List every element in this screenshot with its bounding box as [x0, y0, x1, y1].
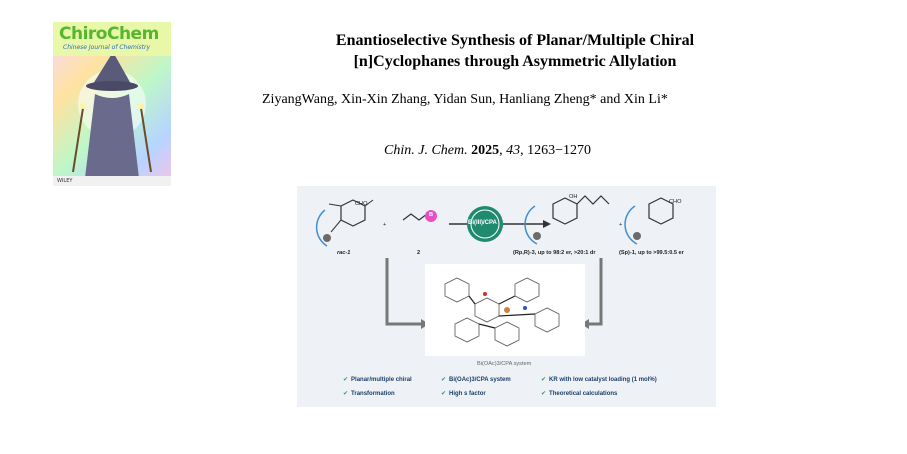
- check-icon: ✔: [541, 377, 547, 383]
- cover-subtitle: Chinese Journal of Chemistry: [63, 44, 151, 51]
- crystal-structure-drawing: [444, 277, 560, 347]
- check-icon: ✔: [441, 391, 447, 397]
- graphical-abstract: CHO rac-1 + B 2 Bi(III)/CPA OH (Rp,R)-3,…: [297, 186, 716, 407]
- plus-sign-2: +: [619, 222, 623, 228]
- paper-title: Enantioselective Synthesis of Planar/Mul…: [250, 30, 780, 72]
- author-list: ZiyangWang, Xin-Xin Zhang, Yidan Sun, Ha…: [262, 92, 668, 107]
- cover-publisher: WILEY: [53, 176, 171, 186]
- bullet-item: ✔Bi(OAc)3/CPA system: [441, 377, 511, 383]
- title-line-2-rest: Cyclophanes through Asymmetric Allylatio…: [373, 53, 677, 70]
- plus-sign-1: +: [383, 222, 387, 228]
- reaction-scheme: [315, 195, 674, 329]
- bullet-item: ✔Transformation: [343, 391, 395, 397]
- check-icon: ✔: [541, 391, 547, 397]
- product2-group: CHO: [669, 199, 682, 205]
- bullet-item: ✔High s factor: [441, 391, 486, 397]
- cover-logo: ChiroChem: [59, 24, 159, 44]
- reactant1-label: rac-1: [337, 250, 351, 256]
- title-line-2: [n]Cyclophanes through Asymmetric Allyla…: [250, 51, 780, 72]
- citation-year: 2025: [471, 143, 500, 158]
- catalyst-label: Bi(III)/CPA: [468, 220, 497, 226]
- product1-label: (Rp,R)-3, up to 98:2 er, >20:1 dr: [513, 250, 596, 256]
- citation-volume: 43: [506, 143, 521, 158]
- reactant1-group: CHO: [355, 201, 368, 207]
- title-n-prefix: [n]: [353, 53, 374, 70]
- product1-group: OH: [569, 194, 578, 200]
- journal-cover-image: ChiroChem Chinese Journal of Chemistry W…: [53, 22, 171, 186]
- cover-header: [53, 22, 171, 56]
- citation-journal: Chin. J. Chem.: [384, 143, 468, 158]
- check-icon: ✔: [343, 377, 349, 383]
- bullet-item: ✔Theoretical calculations: [541, 391, 618, 397]
- bullet-item: ✔Planar/multiple chiral: [343, 377, 412, 383]
- boron-atom: B: [429, 212, 434, 218]
- check-icon: ✔: [343, 391, 349, 397]
- reactant2-label: 2: [417, 250, 421, 256]
- wizard-illustration: [72, 52, 152, 178]
- title-line-1: Enantioselective Synthesis of Planar/Mul…: [335, 32, 695, 49]
- crystal-caption: Bi(OAc)3/CPA system: [477, 361, 532, 367]
- product2-label: (Sp)-1, up to >99.5:0.5 er: [619, 250, 684, 256]
- citation-pages: 1263−1270: [527, 143, 592, 158]
- citation: Chin. J. Chem. 2025, 43, 1263−1270: [384, 143, 592, 158]
- check-icon: ✔: [441, 377, 447, 383]
- bullet-item: ✔KR with low catalyst loading (1 mol%): [541, 377, 657, 383]
- crystal-structure-image: [425, 264, 585, 356]
